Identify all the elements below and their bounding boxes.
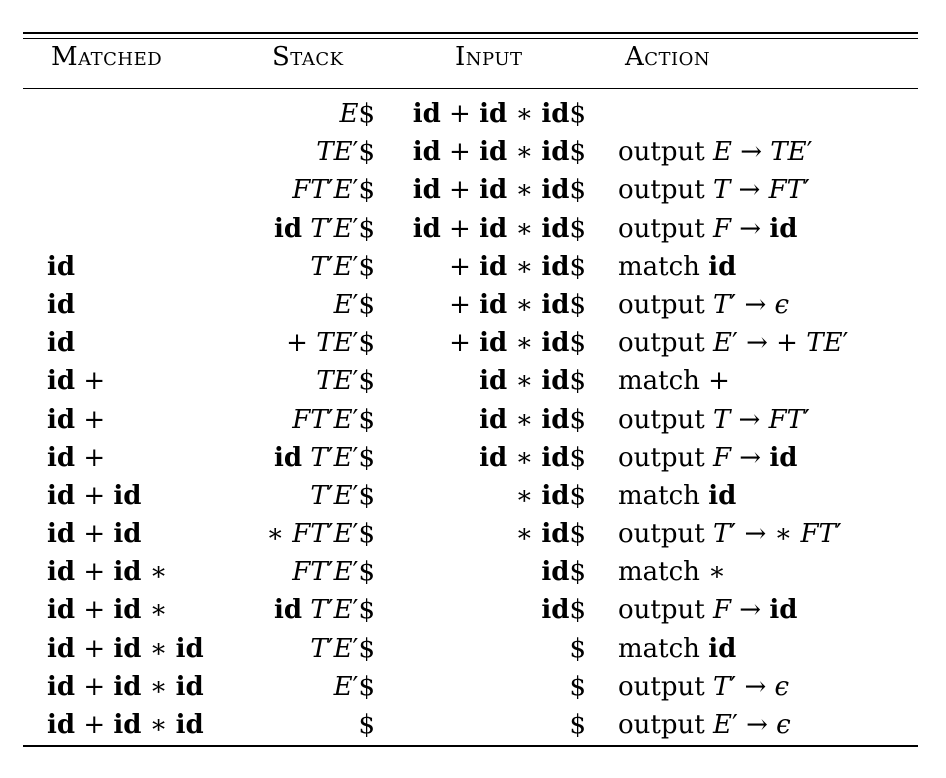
table-row: FT′E′$ id + id ∗ id$ output T → FT′ — [0, 173, 946, 211]
input-cell: id ∗ id$ — [479, 366, 586, 397]
table-row: id + id ∗ id E′$ $ output T′ → ϵ — [0, 670, 946, 708]
stack-cell: FT′E′$ — [292, 557, 375, 588]
top-rule-inner — [23, 38, 918, 39]
header-action: Action — [625, 42, 711, 72]
table-body: E$id + id ∗ id$TE′$id + id ∗ id$output E… — [0, 97, 946, 746]
stack-cell: E′$ — [333, 671, 375, 702]
input-cell: + id ∗ id$ — [449, 289, 586, 320]
action-cell: output E → TE′ — [618, 137, 813, 168]
action-cell: match ∗ — [618, 557, 726, 588]
stack-cell: FT′E′$ — [292, 404, 375, 435]
stack-cell: $ — [358, 710, 375, 740]
input-cell: $ — [569, 710, 586, 740]
action-cell: output T′ → ∗ FT′ — [618, 519, 842, 550]
action-cell: output F → id — [618, 442, 798, 473]
stack-cell: + TE′$ — [286, 328, 375, 359]
input-cell: id$ — [541, 595, 586, 626]
stack-cell: id T′E′$ — [273, 442, 375, 473]
matched-cell: id + id — [47, 480, 142, 511]
table-row: id + id ∗ id $ $ output E′ → ϵ — [0, 708, 946, 746]
input-cell: id$ — [541, 557, 586, 588]
header-input: Input — [455, 42, 523, 72]
matched-cell: id + — [47, 404, 106, 435]
stack-cell: T′E′$ — [310, 251, 375, 282]
table-row: TE′$ id + id ∗ id$ output E → TE′ — [0, 135, 946, 173]
matched-cell: id + id ∗ id — [47, 671, 204, 702]
stack-cell: TE′$ — [316, 137, 375, 168]
input-cell: + id ∗ id$ — [449, 328, 586, 359]
stack-cell: E′$ — [333, 289, 375, 320]
matched-cell: id + id — [47, 519, 142, 550]
table-row: id + TE′$ id ∗ id$ match + — [0, 364, 946, 402]
action-cell: output T′ → ϵ — [618, 671, 790, 702]
action-cell: match id — [618, 633, 737, 664]
table-row: id + id ∗ id T′E′$ $ match id — [0, 632, 946, 670]
action-cell: match id — [618, 480, 737, 511]
matched-cell: id — [47, 328, 76, 359]
stack-cell: ∗ FT′E′$ — [266, 519, 375, 550]
input-cell: $ — [569, 633, 586, 664]
action-cell: output F → id — [618, 595, 798, 626]
stack-cell: T′E′$ — [310, 480, 375, 511]
table-row: id + id ∗ FT′E′$ id$ match ∗ — [0, 555, 946, 593]
input-cell: ∗ id$ — [515, 480, 586, 511]
input-cell: + id ∗ id$ — [449, 251, 586, 282]
table-row: id T′E′$ id + id ∗ id$ output F → id — [0, 212, 946, 250]
action-cell: match id — [618, 251, 737, 282]
stack-cell: T′E′$ — [310, 633, 375, 664]
matched-cell: id — [47, 289, 76, 320]
matched-cell: id + id ∗ id — [47, 633, 204, 664]
matched-cell: id + id ∗ id — [47, 710, 204, 740]
stack-cell: TE′$ — [316, 366, 375, 397]
header-matched: Matched — [51, 42, 163, 72]
action-cell: output F → id — [618, 213, 798, 244]
top-rule-outer — [23, 32, 918, 34]
table-row: id T′E′$ + id ∗ id$ match id — [0, 250, 946, 288]
input-cell: ∗ id$ — [515, 519, 586, 550]
input-cell: id + id ∗ id$ — [412, 175, 586, 206]
matched-cell: id — [47, 251, 76, 282]
table-row: id + FT′E′$ id ∗ id$ output T → FT′ — [0, 403, 946, 441]
action-cell: output T → FT′ — [618, 404, 810, 435]
table-row: id E′$ + id ∗ id$ output T′ → ϵ — [0, 288, 946, 326]
stack-cell: id T′E′$ — [273, 213, 375, 244]
table-row: E$ id + id ∗ id$ — [0, 97, 946, 135]
bottom-rule — [23, 745, 918, 747]
input-cell: $ — [569, 671, 586, 702]
stack-cell: FT′E′$ — [292, 175, 375, 206]
input-cell: id + id ∗ id$ — [412, 213, 586, 244]
input-cell: id ∗ id$ — [479, 442, 586, 473]
input-cell: id ∗ id$ — [479, 404, 586, 435]
table-row: id + id T′E′$ ∗ id$ match id — [0, 479, 946, 517]
matched-cell: id + id ∗ — [47, 557, 168, 588]
action-cell: match + — [618, 366, 730, 397]
table-row: id + id ∗ FT′E′$ ∗ id$ output T′ → ∗ FT′ — [0, 517, 946, 555]
table-row: id + id ∗ id T′E′$ id$ output F → id — [0, 593, 946, 631]
table-row: id + TE′$ + id ∗ id$ output E′ → + TE′ — [0, 326, 946, 364]
stack-cell: id T′E′$ — [273, 595, 375, 626]
matched-cell: id + — [47, 442, 106, 473]
header-stack: Stack — [272, 42, 344, 72]
input-cell: id + id ∗ id$ — [412, 99, 586, 129]
stack-cell: E$ — [339, 99, 375, 129]
action-cell: output T′ → ϵ — [618, 289, 790, 320]
table-row: id + id T′E′$ id ∗ id$ output F → id — [0, 441, 946, 479]
header-rule — [23, 88, 918, 89]
action-cell: output T → FT′ — [618, 175, 810, 206]
action-cell: output E′ → + TE′ — [618, 328, 849, 359]
action-cell: output E′ → ϵ — [618, 710, 791, 740]
matched-cell: id + — [47, 366, 106, 397]
matched-cell: id + id ∗ — [47, 595, 168, 626]
input-cell: id + id ∗ id$ — [412, 137, 586, 168]
